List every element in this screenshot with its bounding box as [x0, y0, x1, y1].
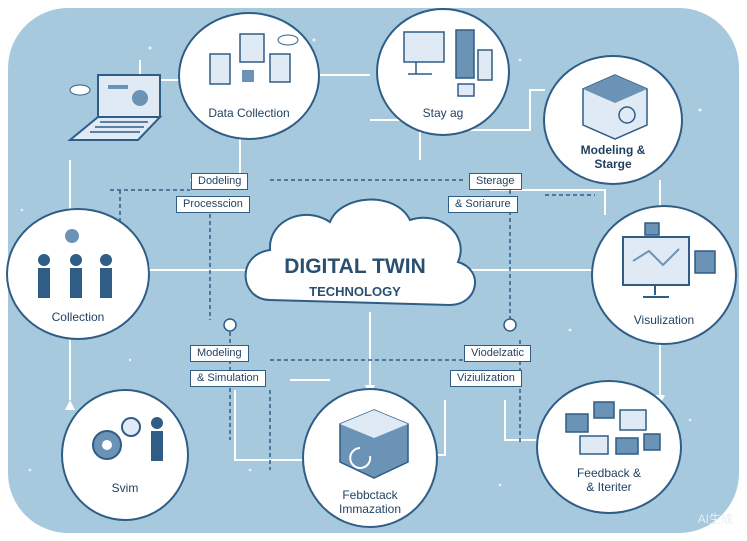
- node-feedback-immazation: Febbctack Immazation: [302, 388, 438, 528]
- node-label: Modeling & Starge: [580, 143, 646, 171]
- node-label: Data Collection: [208, 106, 290, 120]
- gear-icon: [92, 417, 163, 461]
- diagram-subtitle: TECHNOLOGY: [309, 284, 401, 299]
- tag-viodelzatic: Viodelzatic: [464, 345, 531, 362]
- node-label: Visulization: [633, 313, 695, 327]
- tag-simulation: & Simulation: [190, 370, 266, 387]
- node-label: Febbctack Immazation: [338, 488, 402, 516]
- tag-modeling: Modeling: [190, 345, 249, 362]
- laptop-icon: [67, 74, 163, 141]
- tag-procession: Processcion: [176, 196, 250, 213]
- center-cloud: [244, 198, 476, 307]
- tag-dodeling: Dodeling: [191, 173, 249, 190]
- node-modeling-storage: Modeling & Starge: [543, 55, 683, 185]
- server-icon: [209, 33, 299, 85]
- gear-markers: [223, 318, 517, 332]
- node-label: Feedback & & Iteriter: [576, 466, 642, 494]
- cube-icon: [582, 74, 648, 140]
- tag-vizulization: Viziulization: [450, 370, 522, 387]
- monitor-icon: [403, 29, 493, 97]
- tag-software: & Soriarure: [448, 196, 518, 213]
- node-visualization: Visulization: [591, 205, 737, 345]
- diagram-title: DIGITAL TWIN: [284, 255, 426, 278]
- node-feedback-iteriter: Feedback & & Iteriter: [536, 380, 682, 514]
- node-label: Collection: [51, 310, 105, 324]
- node-collection: Collection: [6, 208, 150, 340]
- monitor-icon: [622, 222, 716, 298]
- node-label: Svim: [111, 481, 139, 495]
- node-stay-ag: Stay ag: [376, 8, 510, 136]
- people-icon: [38, 229, 112, 298]
- node-label: Stay ag: [422, 106, 464, 120]
- blocks-icon: [565, 401, 661, 455]
- watermark: AI生成: [697, 512, 733, 526]
- node-data-collection: Data Collection: [178, 12, 320, 140]
- node-svim: Svim: [61, 389, 189, 521]
- cube-icon: [339, 409, 409, 479]
- tag-storage: Sterage: [469, 173, 522, 190]
